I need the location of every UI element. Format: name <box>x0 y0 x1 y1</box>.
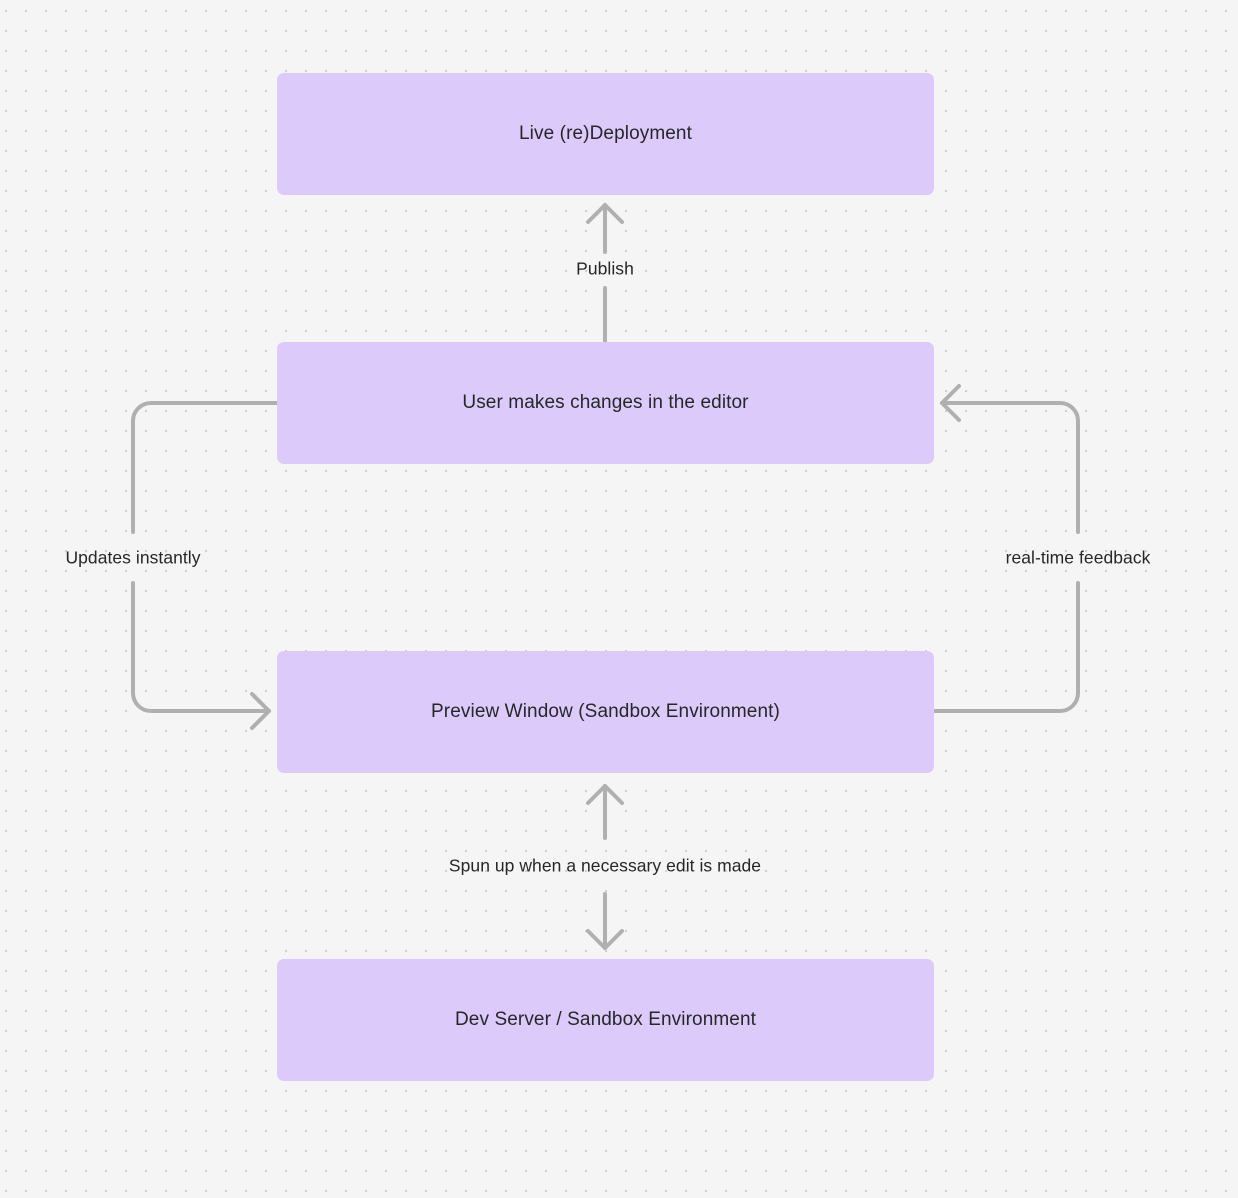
edge-label-updates-instantly: Updates instantly <box>65 547 201 568</box>
edge-label-spun-up: Spun up when a necessary edit is made <box>448 855 762 876</box>
edge-label-publish: Publish <box>576 258 634 279</box>
edge-label-real-time-feedback: real-time feedback <box>1005 547 1151 568</box>
node-live-redeployment[interactable]: Live (re)Deployment <box>277 73 934 195</box>
node-user-makes-changes[interactable]: User makes changes in the editor <box>277 342 934 464</box>
node-dev-server[interactable]: Dev Server / Sandbox Environment <box>277 959 934 1081</box>
node-preview-window[interactable]: Preview Window (Sandbox Environment) <box>277 651 934 773</box>
